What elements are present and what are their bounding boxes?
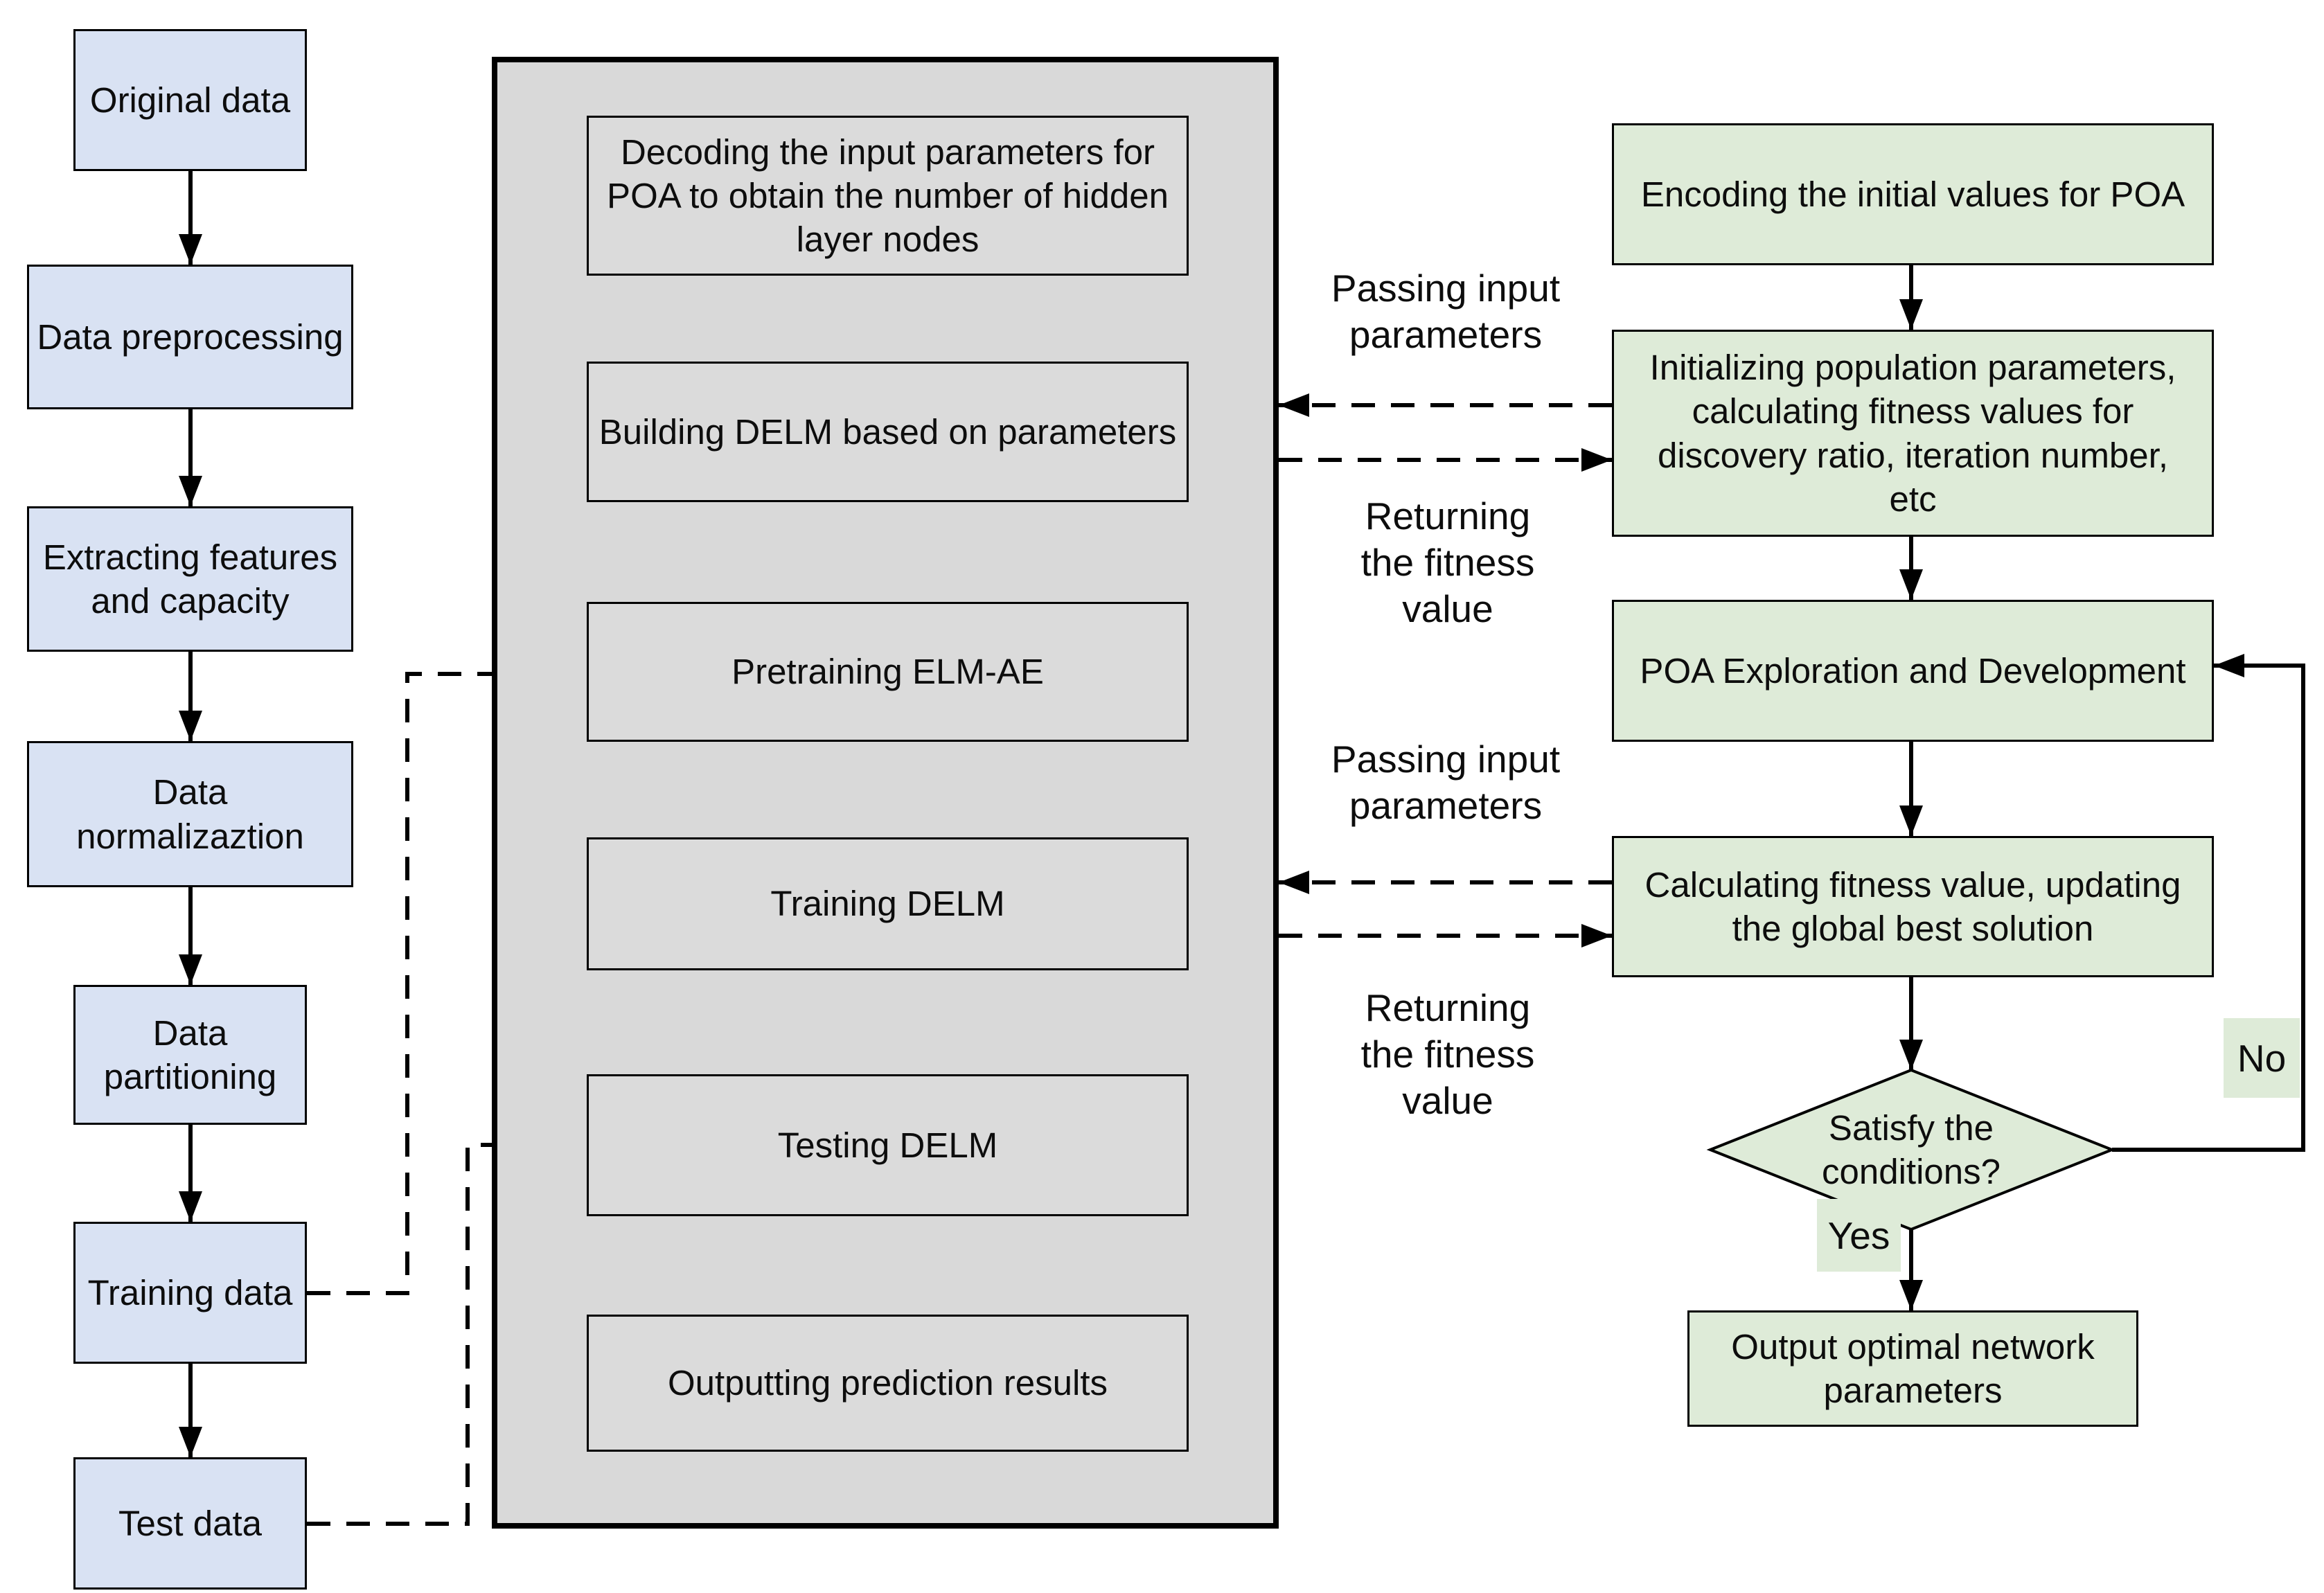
- node-outputting-prediction-results: Outputting prediction results: [587, 1315, 1189, 1452]
- arrowhead-no-loop: [2214, 654, 2244, 677]
- node-data-normalization: Data normalizaztion: [27, 741, 353, 887]
- node-test-data: Test data: [73, 1457, 307, 1590]
- arrowhead-training-to-test: [179, 1427, 202, 1457]
- node-delm-container: [492, 57, 1279, 1529]
- arrowhead-returning-fitness-lower-arrow: [1581, 924, 1612, 947]
- arrowhead-orig-to-preprocessing: [179, 234, 202, 265]
- label-returning-fitness-lower: Returning the fitness value: [1360, 986, 1535, 1123]
- arrowhead-calculating-to-diamond: [1899, 1040, 1923, 1070]
- arrowhead-poa-to-calculating: [1899, 806, 1923, 836]
- node-output-optimal-parameters: Output optimal network parameters: [1687, 1310, 2138, 1427]
- arrowhead-passing-input-upper-arrow: [1279, 393, 1309, 417]
- connector-no-loop: [2112, 664, 2305, 1152]
- node-data-preprocessing: Data preprocessing: [27, 265, 353, 409]
- arrowhead-extract-to-normalize: [179, 711, 202, 741]
- node-satisfy-conditions: [1706, 1068, 2116, 1231]
- label-passing-input-lower: Passing input parameters: [1331, 737, 1561, 827]
- node-original-data: Original data: [73, 29, 307, 171]
- arrowhead-yes-to-output: [1899, 1280, 1923, 1310]
- node-training-data: Training data: [73, 1222, 307, 1364]
- node-building-delm: Building DELM based on parameters: [587, 362, 1189, 502]
- node-satisfy-conditions-label: Satisfy the conditions?: [1821, 1107, 2001, 1191]
- arrowhead-returning-fitness-upper-arrow: [1581, 448, 1612, 472]
- node-extracting-features: Extracting features and capacity: [27, 506, 353, 652]
- node-initializing-population: Initializing population parameters, calc…: [1612, 330, 2214, 537]
- arrowhead-encoding-to-initializing: [1899, 299, 1923, 330]
- arrowhead-normalize-to-partition: [179, 954, 202, 985]
- node-encoding-initial-values: Encoding the initial values for POA: [1612, 123, 2214, 265]
- node-data-partitioning: Data partitioning: [73, 985, 307, 1125]
- label-passing-input-upper: Passing input parameters: [1331, 266, 1561, 356]
- node-testing-delm: Testing DELM: [587, 1074, 1189, 1216]
- arrowhead-partition-to-training: [179, 1191, 202, 1222]
- badge-no: No: [2224, 1018, 2300, 1098]
- node-calculating-fitness: Calculating fitness value, updating the …: [1612, 836, 2214, 977]
- arrowhead-initializing-to-poa: [1899, 569, 1923, 600]
- node-decoding-input-parameters: Decoding the input parameters for POA to…: [587, 116, 1189, 276]
- node-pretraining-elm-ae: Pretraining ELM-AE: [587, 602, 1189, 742]
- label-returning-fitness-upper: Returning the fitness value: [1360, 494, 1535, 631]
- arrowhead-passing-input-lower-arrow: [1279, 871, 1309, 894]
- node-training-delm: Training DELM: [587, 837, 1189, 970]
- arrowhead-preprocessing-to-extract: [179, 476, 202, 506]
- badge-yes: Yes: [1817, 1199, 1901, 1272]
- node-poa-exploration: POA Exploration and Development: [1612, 600, 2214, 742]
